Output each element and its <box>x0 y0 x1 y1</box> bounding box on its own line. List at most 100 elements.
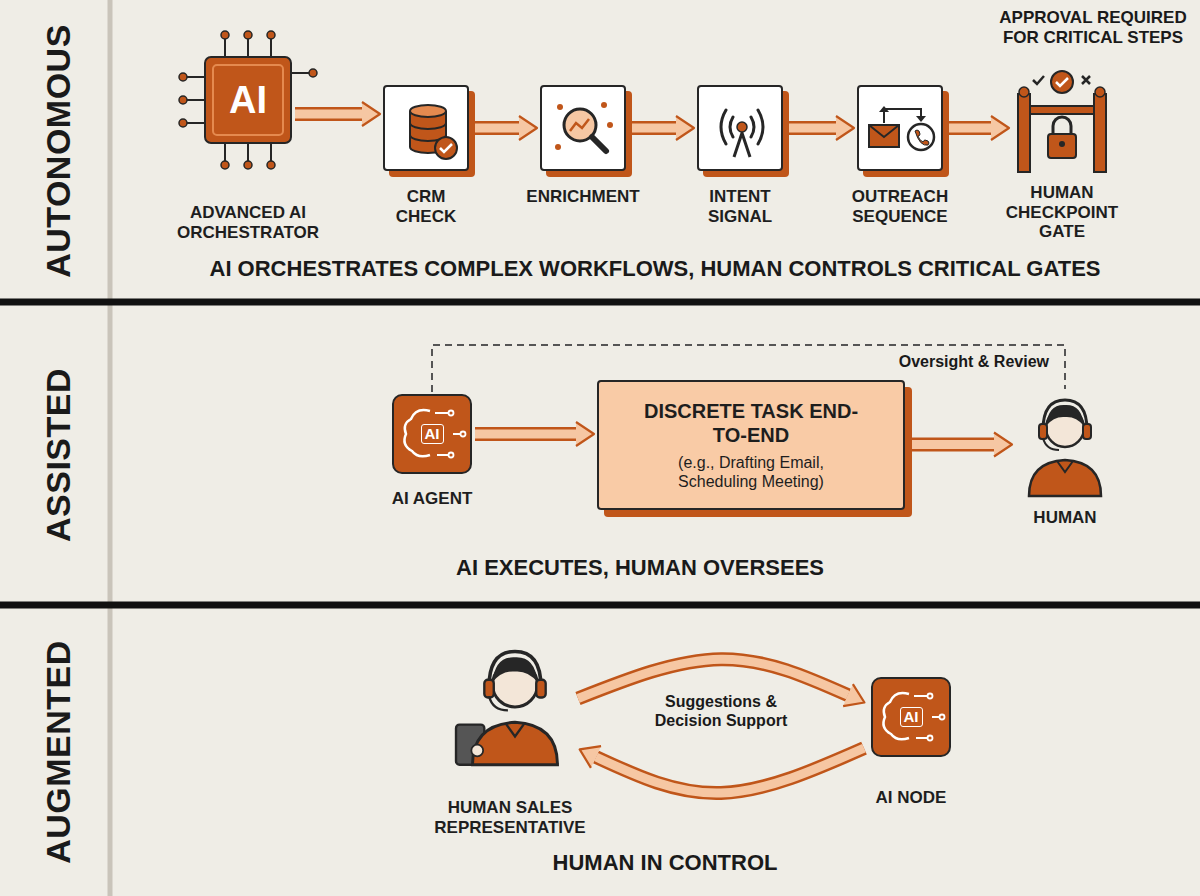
edge-label: Suggestions & Decision Support <box>642 691 800 731</box>
node-caption: OUTREACH SEQUENCE <box>844 187 956 226</box>
headset-band <box>1043 400 1087 430</box>
ai-box <box>393 395 471 473</box>
ant-icon <box>699 87 785 173</box>
check-mark <box>1056 78 1068 86</box>
circuit-dot <box>179 96 187 104</box>
post-cap <box>1019 87 1029 97</box>
db-icon <box>385 87 471 173</box>
flow-arrow <box>295 114 362 115</box>
icon-text: AI <box>229 79 267 122</box>
person-icon <box>1015 392 1115 497</box>
mail-icon <box>859 87 945 173</box>
envelope <box>869 125 899 147</box>
antenna-tip <box>737 122 747 132</box>
arrow-outline <box>947 121 991 135</box>
arrow-outline <box>596 748 864 793</box>
chip-body <box>205 57 291 143</box>
note-label: APPROVAL REQUIRED FOR CRITICAL STEPS <box>998 8 1188 47</box>
band-panel: AUGMENTED HUMAN IN CONTROL HUMAN SALES REP… <box>0 608 1200 896</box>
signal-wave <box>721 110 763 144</box>
node-caption: AI AGENT <box>372 489 492 509</box>
ai-agent-box: AIAI AGENT <box>393 395 471 473</box>
antenna-mast <box>734 133 750 157</box>
envelope-flap <box>869 125 899 137</box>
arrow-fill <box>909 440 994 449</box>
circuit-dot <box>267 161 275 169</box>
ai-node-box: AIAI NODE <box>872 678 950 756</box>
node-caption: CRM CHECK <box>390 187 462 226</box>
circuit-dot <box>244 31 252 39</box>
exchange-head <box>916 116 926 122</box>
process-box: CRM CHECK <box>383 85 469 171</box>
headset-band <box>489 651 541 686</box>
circuit-dot <box>221 31 229 39</box>
arrow-outline <box>473 121 519 135</box>
person-hair <box>1046 405 1084 426</box>
arrow-fill <box>630 124 676 133</box>
person-collar <box>506 723 525 736</box>
arrow-fill <box>947 124 991 133</box>
band-label: AUGMENTED <box>39 640 78 864</box>
headset-cup <box>1039 424 1047 439</box>
approval-badge <box>1051 71 1073 93</box>
headset-mic <box>489 696 508 710</box>
gate-post <box>1018 94 1030 172</box>
node-caption: AI NODE <box>851 788 971 808</box>
headset-cup <box>536 680 545 698</box>
exchange-head <box>879 106 889 112</box>
trend-line <box>570 119 589 131</box>
cross-mark <box>1082 76 1090 84</box>
node-caption: ENRICHMENT <box>518 187 648 207</box>
flow-arrow <box>947 128 991 129</box>
phone-handset <box>915 130 929 145</box>
band-caption: HUMAN IN CONTROL <box>553 850 778 876</box>
exchange-arrow <box>884 109 921 123</box>
node-caption: HUMAN SALES REPRESENTATIVE <box>415 798 605 837</box>
process-box: OUTREACH SEQUENCE <box>857 85 943 171</box>
data-dot <box>555 144 561 150</box>
process-box: INTENT SIGNAL <box>697 85 783 171</box>
column-divider <box>108 0 113 896</box>
headset-cup <box>1083 424 1091 439</box>
person-collar <box>1057 461 1073 472</box>
band-separator <box>0 602 1200 609</box>
circuit-dot <box>309 69 317 77</box>
icon-text: AI <box>900 707 923 727</box>
node-caption: HUMAN <box>1015 508 1115 528</box>
person-hair <box>493 657 538 682</box>
arrow-fill <box>475 430 576 439</box>
circuit-dot <box>221 161 229 169</box>
box-title: DISCRETE TASK END-TO-END <box>639 399 863 447</box>
arrow-outline <box>295 107 362 121</box>
circuit-dot <box>179 73 187 81</box>
headset-cup <box>484 680 493 698</box>
magnifier-handle <box>592 137 606 151</box>
hand <box>471 745 483 757</box>
flow-arrow <box>475 434 576 435</box>
data-dot <box>607 122 613 128</box>
headset-mic <box>1043 438 1059 450</box>
circuit-dot <box>179 119 187 127</box>
gate-bar <box>1030 106 1094 114</box>
arrow-fill <box>596 748 864 793</box>
arrow-fill <box>295 110 362 119</box>
lock-body <box>1048 134 1076 158</box>
ai-chip: AIADVANCED AI ORCHESTRATOR <box>205 57 291 143</box>
person-body <box>473 722 558 764</box>
circuit-dot <box>449 453 454 458</box>
ai-box <box>872 678 950 756</box>
gate-post <box>1094 94 1106 172</box>
mag-icon <box>542 87 628 173</box>
gate-icon <box>1012 72 1112 172</box>
person-figure <box>1029 400 1101 496</box>
circuit-dot <box>928 694 933 699</box>
person-body <box>1029 460 1101 496</box>
task-box: DISCRETE TASK END-TO-END(e.g., Drafting … <box>597 380 905 510</box>
band-separator <box>0 299 1200 306</box>
arrow-fill <box>473 124 519 133</box>
flow-arrow <box>787 128 836 129</box>
flow-arrow <box>630 128 676 129</box>
